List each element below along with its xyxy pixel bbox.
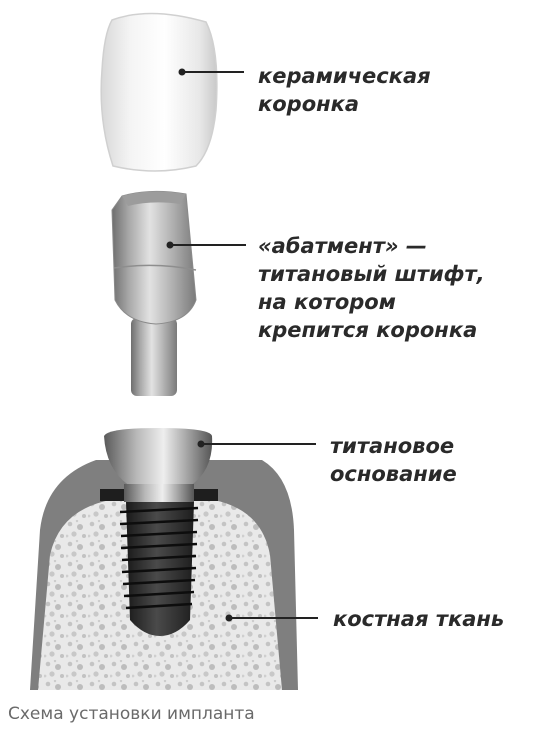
label-line: керамическая: [258, 62, 431, 90]
label-line: «абатмент» —: [258, 232, 485, 260]
label-line: на котором: [258, 288, 485, 316]
label-line: крепится коронка: [258, 316, 485, 344]
label-line: коронка: [258, 90, 431, 118]
leader-line-base: [198, 441, 317, 448]
abutment: [112, 191, 196, 396]
titanium-base-label: титановое основание: [330, 432, 457, 488]
label-line: титановый штифт,: [258, 260, 485, 288]
label-line: костная ткань: [333, 605, 504, 633]
ceramic-crown: [101, 13, 217, 171]
implant-screw: [120, 502, 198, 636]
ceramic-crown-label: керамическая коронка: [258, 62, 431, 118]
label-line: титановое: [330, 432, 457, 460]
label-line: основание: [330, 460, 457, 488]
figure-caption: Схема установки импланта: [8, 704, 255, 724]
abutment-label: «абатмент» — титановый штифт, на котором…: [258, 232, 485, 344]
bone-tissue-label: костная ткань: [333, 605, 504, 633]
